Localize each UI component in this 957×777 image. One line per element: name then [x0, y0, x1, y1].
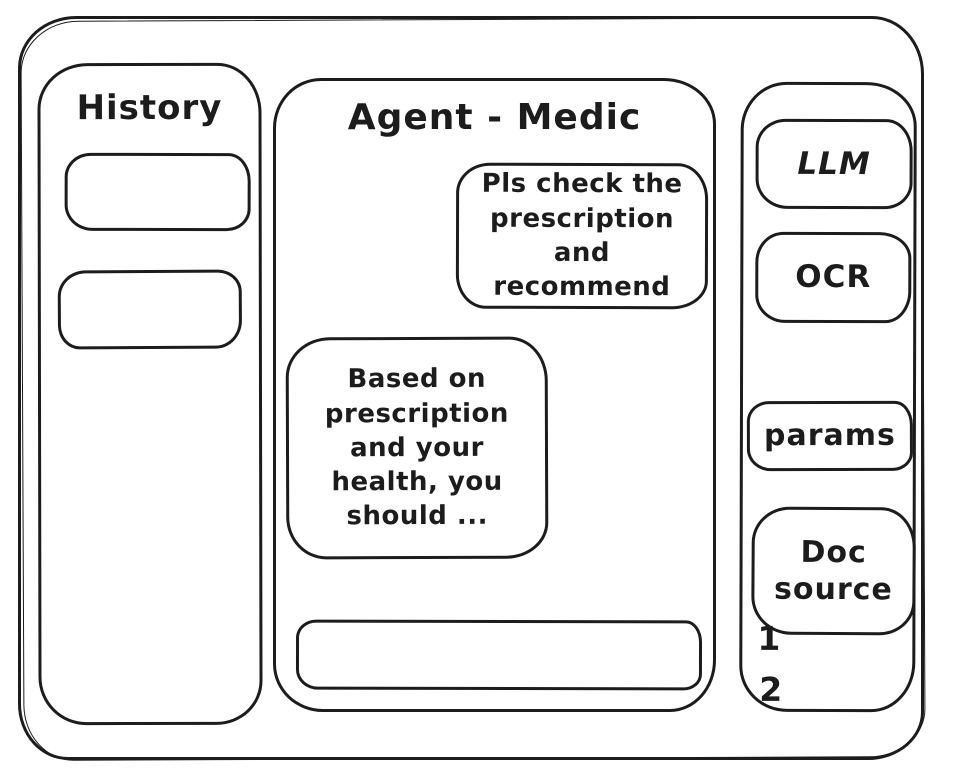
user-message-bubble: Pls check the prescription and recommend: [455, 162, 709, 310]
assistant-message-bubble: Based on prescription and your health, y…: [285, 336, 549, 560]
params-button[interactable]: params: [746, 400, 913, 472]
history-item[interactable]: [57, 269, 243, 350]
history-title: History: [76, 87, 223, 129]
llm-button[interactable]: LLM: [755, 118, 913, 210]
chat-panel: Agent - Medic Pls check the prescription…: [273, 78, 716, 712]
history-panel: History: [37, 62, 263, 726]
doc-source-item[interactable]: 2: [759, 669, 783, 709]
history-item[interactable]: [64, 152, 251, 232]
chat-input[interactable]: [295, 619, 703, 691]
chat-title: Agent - Medic: [347, 97, 642, 138]
ocr-button[interactable]: OCR: [755, 231, 912, 324]
doc-source-item[interactable]: 1: [757, 618, 781, 658]
doc-source-button[interactable]: Doc source: [751, 506, 916, 636]
tools-panel: LLM OCR params Doc source 1 2: [739, 81, 917, 713]
